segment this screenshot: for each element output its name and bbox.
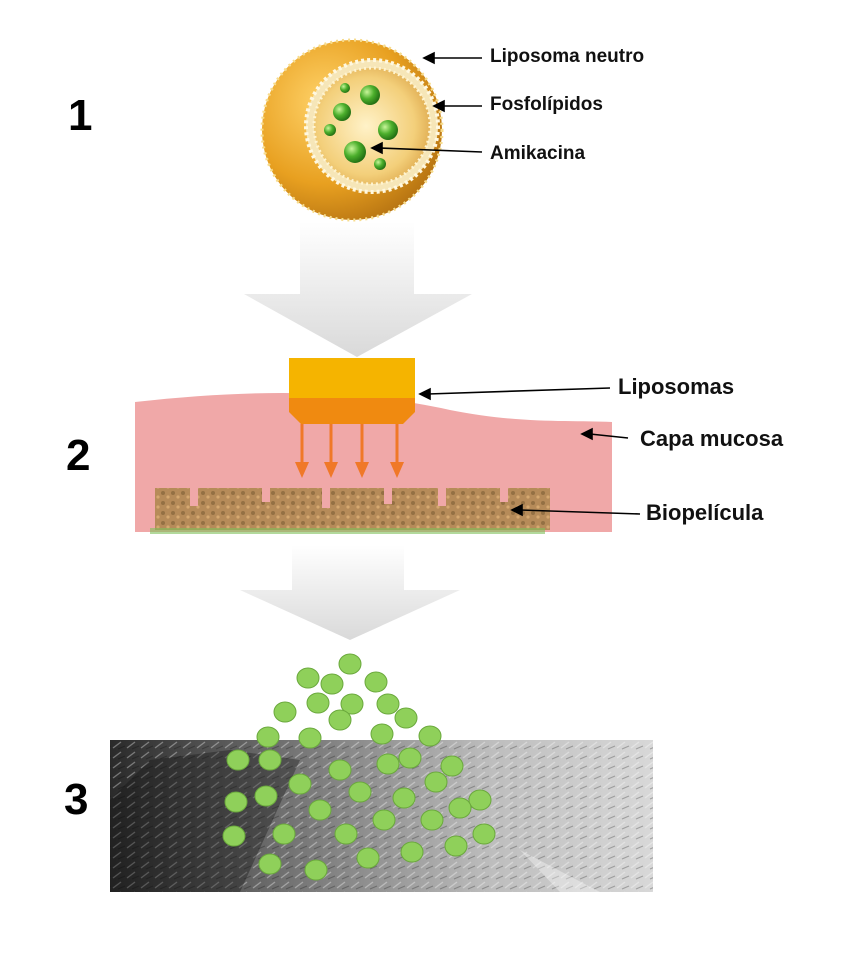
released-particle bbox=[334, 823, 358, 845]
released-particle bbox=[328, 709, 352, 731]
released-particle bbox=[272, 823, 296, 845]
released-particle bbox=[468, 789, 492, 811]
released-particle bbox=[288, 773, 312, 795]
released-particles bbox=[222, 653, 496, 881]
released-particle bbox=[340, 693, 364, 715]
released-particle bbox=[296, 667, 320, 689]
released-particle bbox=[222, 825, 246, 847]
released-particle bbox=[420, 809, 444, 831]
released-particle bbox=[440, 755, 464, 777]
amikacin-sphere bbox=[344, 141, 366, 163]
released-particle bbox=[370, 723, 394, 745]
released-particle bbox=[472, 823, 496, 845]
released-particle bbox=[338, 653, 362, 675]
released-particle bbox=[256, 726, 280, 748]
amikacin-sphere bbox=[340, 83, 350, 93]
released-particle bbox=[306, 692, 330, 714]
flow-arrow-1-to-2 bbox=[244, 222, 472, 357]
released-particle bbox=[226, 749, 250, 771]
released-particle bbox=[298, 727, 322, 749]
released-particle bbox=[424, 771, 448, 793]
flow-arrow-2-to-3 bbox=[240, 545, 460, 640]
released-particle bbox=[398, 747, 422, 769]
released-particle bbox=[258, 749, 282, 771]
released-particle bbox=[364, 671, 388, 693]
amikacin-sphere bbox=[333, 103, 351, 121]
biofilm bbox=[155, 488, 550, 530]
delivery-arrows bbox=[295, 424, 404, 478]
amikacin-sphere bbox=[324, 124, 336, 136]
released-particle bbox=[376, 693, 400, 715]
amikacin-sphere bbox=[360, 85, 380, 105]
label-biopelicula: Biopelícula bbox=[646, 500, 764, 525]
label-liposoma-neutro: Liposoma neutro bbox=[490, 46, 645, 67]
released-particle bbox=[356, 847, 380, 869]
amikacin-sphere bbox=[378, 120, 398, 140]
released-particle bbox=[308, 799, 332, 821]
released-particle bbox=[304, 859, 328, 881]
step-number-2: 2 bbox=[66, 431, 91, 480]
released-particle bbox=[418, 725, 442, 747]
liposome-illustration bbox=[260, 38, 444, 222]
released-particle bbox=[376, 753, 400, 775]
liposome-block bbox=[289, 358, 415, 398]
step-number-3: 3 bbox=[64, 775, 89, 824]
label-amikacina: Amikacina bbox=[490, 143, 586, 164]
released-particle bbox=[448, 797, 472, 819]
released-particle bbox=[444, 835, 468, 857]
released-particle bbox=[254, 785, 278, 807]
label-fosfolipidos: Fosfolípidos bbox=[490, 94, 603, 115]
label-liposomas: Liposomas bbox=[618, 374, 735, 399]
released-particle bbox=[392, 787, 416, 809]
released-particle bbox=[372, 809, 396, 831]
released-particle bbox=[400, 841, 424, 863]
released-particle bbox=[320, 673, 344, 695]
released-particle bbox=[258, 853, 282, 875]
released-particle bbox=[348, 781, 372, 803]
released-particle bbox=[328, 759, 352, 781]
released-particle bbox=[394, 707, 418, 729]
released-particle bbox=[224, 791, 248, 813]
amikacin-sphere bbox=[374, 158, 386, 170]
released-particle bbox=[273, 701, 297, 723]
step-number-1: 1 bbox=[68, 91, 93, 140]
label-capa-mucosa: Capa mucosa bbox=[640, 426, 784, 451]
